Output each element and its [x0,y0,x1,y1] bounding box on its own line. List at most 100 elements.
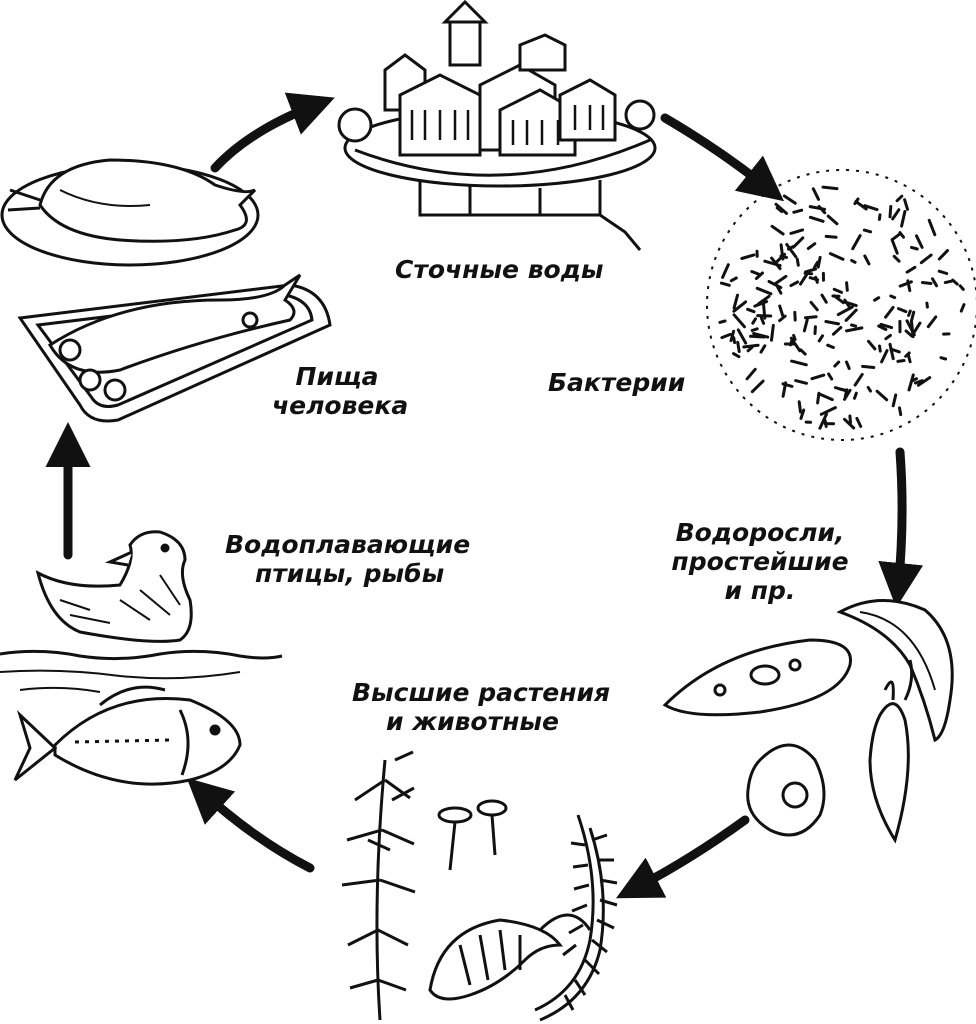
label-algae-line-3: и пр. [724,576,796,605]
bacterium-mark [888,342,895,361]
bacterium-mark [732,352,741,359]
bacterium-mark [904,329,914,338]
bacterium-mark [720,332,732,340]
bacterium-mark [850,258,857,264]
bacterium-mark [836,305,854,317]
bacterium-mark [756,294,771,306]
bacterium-mark [910,310,916,322]
bacterium-mark [787,245,795,251]
bacterium-mark [937,269,949,275]
bacterium-mark [915,234,924,249]
bacterium-mark [770,224,785,236]
bacterium-mark [746,307,756,314]
protozoa-icon [662,599,954,844]
bacterium-mark [877,213,882,221]
bacterium-mark [809,300,819,312]
bacterium-mark [751,317,757,325]
bacterium-mark [782,194,797,205]
bacterium-mark [750,327,759,332]
bacterium-mark [827,372,834,381]
label-bacteria-text: Бактерии [548,368,686,397]
bacterium-mark [824,234,838,239]
bacterium-mark [745,367,757,381]
bacterium-mark [877,324,888,331]
bacterium-mark [816,391,821,405]
bacterium-mark [781,381,788,398]
bacterium-mark [890,232,901,242]
bacterium-mark [927,218,937,237]
bacterium-mark [804,267,818,274]
bacterium-mark [875,389,889,402]
bacterium-mark [951,278,959,286]
bacterium-mark [891,393,898,408]
bacterium-mark [808,205,827,211]
bacterium-mark [795,257,800,267]
bacterium-mark [779,243,785,261]
label-food: Пища человека [272,362,409,420]
label-food-line-1: Пища [295,362,379,391]
bacterium-mark [803,271,814,276]
bacterium-mark [919,253,933,265]
bacterium-mark [863,254,871,266]
bacterium-mark [818,412,828,430]
bacterium-mark [828,252,845,261]
bacterium-mark [854,200,868,211]
arrow-sewage-to-bacteria [660,113,785,202]
bacterium-mark [799,348,807,356]
plants-icon [341,750,618,1022]
bacterium-mark [816,255,822,269]
duck-icon [0,530,283,680]
bacterium-mark [907,373,915,392]
bacterium-mark [792,333,797,341]
bacterium-mark [754,271,764,280]
arrow-plants-to-fish [186,777,315,873]
bacterium-mark [789,280,800,288]
label-food-line-2: человека [272,391,409,420]
bacterium-mark [778,314,787,323]
bacterium-mark [791,236,805,249]
bacterium-mark [746,346,754,353]
bacterium-mark [843,388,852,401]
bacterium-mark [732,313,746,329]
bacterium-mark [850,323,858,328]
bacterium-mark [897,307,908,314]
bacterium-mark [853,197,860,206]
bacterium-mark [831,326,843,336]
bacterium-mark [863,204,879,212]
bacterium-mark [873,296,881,302]
bacterium-mark [939,356,948,361]
bacterium-mark [853,372,864,387]
bacterium-mark [794,379,808,385]
bacterium-mark [906,353,912,364]
bacterium-mark [888,205,893,219]
bacterium-mark [773,274,788,286]
label-waterfowl-line-2: птицы, рыбы [255,559,445,588]
bacterium-mark [931,277,938,288]
label-algae: Водоросли, простейшие и пр. [670,518,850,605]
bacterium-mark [820,293,828,304]
label-higher: Высшие растения и животные [352,678,610,736]
bacterium-mark [900,210,907,228]
bacterium-mark [719,281,731,287]
bacterium-mark [898,280,913,288]
bacterium-mark [867,339,877,351]
bacterium-mark [884,305,895,319]
bacterium-mark [810,373,826,381]
bacterium-mark [750,379,765,394]
bacterium-mark [797,400,802,414]
bacterium-mark [819,406,837,416]
bacterium-mark [718,319,727,324]
bacterium-mark [845,360,851,370]
bacterium-mark [959,303,966,313]
bacterium-mark [732,336,737,345]
bacterium-mark [832,287,843,294]
bacterium-mark [903,198,909,211]
arrow-food-to-sewage [210,92,335,173]
bacterium-mark [884,333,892,341]
bacterium-mark [721,263,730,279]
bacterium-mark [905,265,917,274]
fish-icon [13,685,242,786]
bacterium-mark [826,343,835,349]
